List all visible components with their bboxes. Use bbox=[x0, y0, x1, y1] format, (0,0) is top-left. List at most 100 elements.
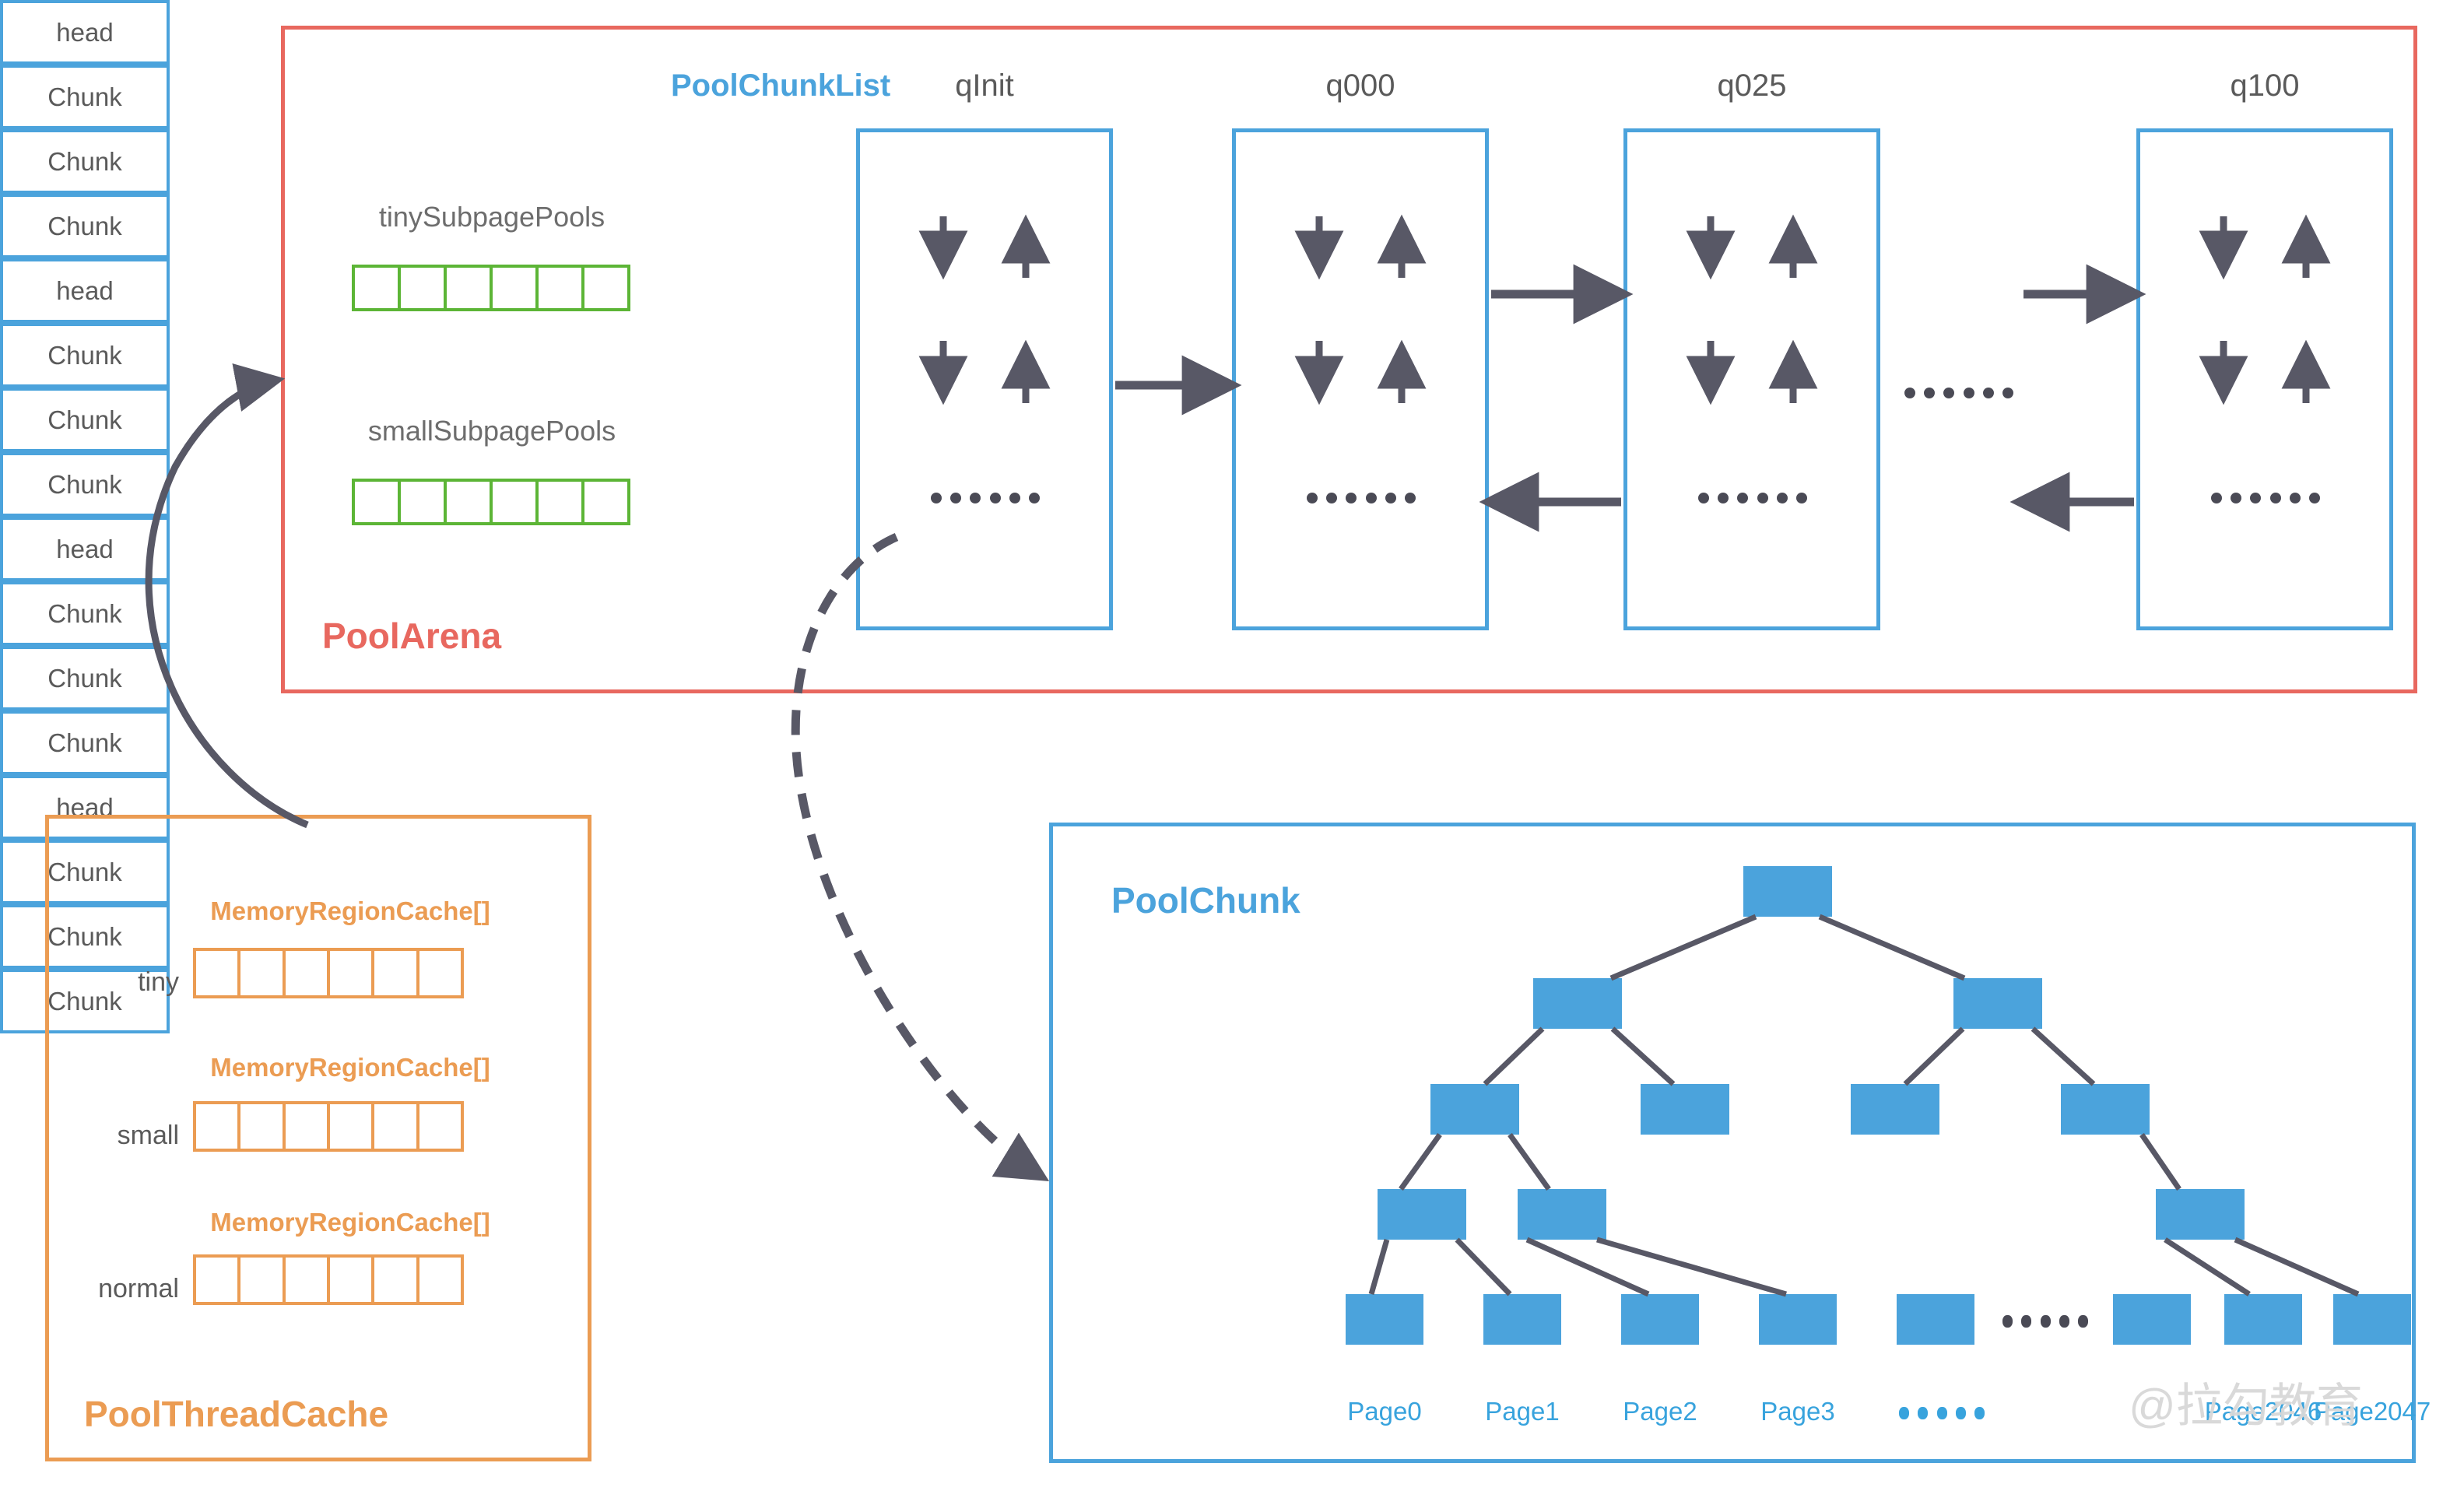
tree-leaf-page2 bbox=[1621, 1294, 1699, 1345]
tree-node bbox=[1851, 1084, 1939, 1135]
node-label: Chunk bbox=[47, 598, 122, 628]
tree-leaf-page2046 bbox=[2224, 1294, 2302, 1345]
chunklist-node: Chunk bbox=[0, 969, 170, 1033]
chunklist-q025 bbox=[1623, 128, 1880, 630]
chunklist-title-q100: q100 bbox=[2230, 68, 2300, 103]
tree-leaf bbox=[1897, 1294, 1974, 1345]
array-cell bbox=[447, 482, 493, 522]
array-cell bbox=[401, 482, 447, 522]
array-cell bbox=[374, 1258, 419, 1302]
poolarena-container bbox=[281, 26, 2417, 693]
array-cell bbox=[584, 268, 627, 308]
array-cell bbox=[419, 951, 461, 995]
node-label: head bbox=[56, 534, 114, 563]
node-label: Chunk bbox=[47, 146, 122, 176]
array-cell bbox=[240, 1104, 286, 1149]
array-cell bbox=[539, 482, 584, 522]
poolthreadcache-container bbox=[45, 815, 591, 1461]
chunklist-node: Chunk bbox=[0, 129, 170, 194]
array-cell bbox=[447, 268, 493, 308]
chunklist-node: Chunk bbox=[0, 194, 170, 258]
tree-node bbox=[1533, 978, 1622, 1029]
tree-node bbox=[1518, 1189, 1606, 1240]
node-label: head bbox=[56, 17, 114, 47]
node-label: Chunk bbox=[47, 340, 122, 370]
tree-leaf bbox=[2113, 1294, 2191, 1345]
array-cell bbox=[401, 268, 447, 308]
node-label: Chunk bbox=[47, 469, 122, 499]
array-cell bbox=[240, 951, 286, 995]
tree-node-root bbox=[1743, 866, 1832, 917]
chunklist-ellipsis bbox=[1307, 490, 1416, 506]
array-cell bbox=[286, 1258, 330, 1302]
page-label-2046: Page2046 bbox=[2204, 1397, 2322, 1426]
chunklist-qinit bbox=[856, 128, 1113, 630]
array-cell bbox=[196, 1104, 241, 1149]
chunklist-node: Chunk bbox=[0, 323, 170, 388]
chunklist-node: Chunk bbox=[0, 840, 170, 904]
tinysubpagepools-array bbox=[352, 265, 630, 311]
array-cell bbox=[374, 1104, 419, 1149]
array-cell bbox=[419, 1258, 461, 1302]
chunklist-title-qinit: qInit bbox=[955, 68, 1014, 103]
array-cell bbox=[374, 951, 419, 995]
tree-leaf-page3 bbox=[1759, 1294, 1837, 1345]
array-cell bbox=[286, 1104, 330, 1149]
chunklist-node: head bbox=[0, 258, 170, 323]
array-cell bbox=[419, 1104, 461, 1149]
array-cell bbox=[240, 1258, 286, 1302]
array-cell bbox=[493, 268, 539, 308]
chunklist-node: Chunk bbox=[0, 904, 170, 969]
array-cell bbox=[584, 482, 627, 522]
chunklist-ellipsis bbox=[2211, 490, 2320, 506]
node-label: Chunk bbox=[47, 986, 122, 1016]
array-cell bbox=[355, 482, 401, 522]
chunklist-q100 bbox=[2136, 128, 2393, 630]
chunklist-node: head bbox=[0, 775, 170, 840]
array-cell bbox=[355, 268, 401, 308]
chunklist-node: Chunk bbox=[0, 65, 170, 129]
poolchunklist-label: PoolChunkList bbox=[671, 68, 891, 103]
chunklist-title-q000: q000 bbox=[1325, 68, 1395, 103]
memoryregioncache-array-small bbox=[193, 1101, 464, 1152]
memoryregioncache-label-normal: MemoryRegionCache[] bbox=[210, 1208, 490, 1237]
tree-node bbox=[2061, 1084, 2150, 1135]
node-label: Chunk bbox=[47, 857, 122, 886]
array-cell bbox=[493, 482, 539, 522]
tree-node bbox=[1953, 978, 2042, 1029]
poolchunk-title: PoolChunk bbox=[1111, 880, 1300, 921]
memoryregioncache-array-normal bbox=[193, 1254, 464, 1305]
chunklist-node: head bbox=[0, 517, 170, 581]
chunklist-node: Chunk bbox=[0, 388, 170, 452]
tree-node bbox=[1430, 1084, 1519, 1135]
smallsubpagepools-label: smallSubpagePools bbox=[367, 415, 616, 447]
chunklist-q000 bbox=[1232, 128, 1489, 630]
array-cell bbox=[539, 268, 584, 308]
node-label: Chunk bbox=[47, 728, 122, 757]
array-cell bbox=[330, 1104, 375, 1149]
array-cell bbox=[286, 951, 330, 995]
chunklist-title-q025: q025 bbox=[1717, 68, 1787, 103]
node-label: Chunk bbox=[47, 921, 122, 951]
chunklist-node: head bbox=[0, 0, 170, 65]
poolchunk-container bbox=[1049, 823, 2416, 1463]
tree-node bbox=[1378, 1189, 1466, 1240]
page-label-1: Page1 bbox=[1485, 1397, 1560, 1426]
chunklist-node: Chunk bbox=[0, 452, 170, 517]
array-cell bbox=[330, 951, 375, 995]
chunklist-node: Chunk bbox=[0, 581, 170, 646]
page-label-ellipsis bbox=[1899, 1407, 1985, 1419]
memoryregioncache-array-tiny bbox=[193, 948, 464, 998]
node-label: Chunk bbox=[47, 405, 122, 434]
node-label: head bbox=[56, 275, 114, 305]
tree-leaf-page0 bbox=[1346, 1294, 1423, 1345]
row-label-normal: normal bbox=[98, 1274, 179, 1303]
row-label-small: small bbox=[117, 1121, 179, 1150]
page-label-2: Page2 bbox=[1623, 1397, 1697, 1426]
poolthreadcache-title: PoolThreadCache bbox=[84, 1394, 389, 1434]
array-cell bbox=[196, 951, 241, 995]
array-cell bbox=[196, 1258, 241, 1302]
tree-leaf-page2047 bbox=[2333, 1294, 2411, 1345]
watermark: @拉勾教育 bbox=[2129, 1380, 2363, 1432]
